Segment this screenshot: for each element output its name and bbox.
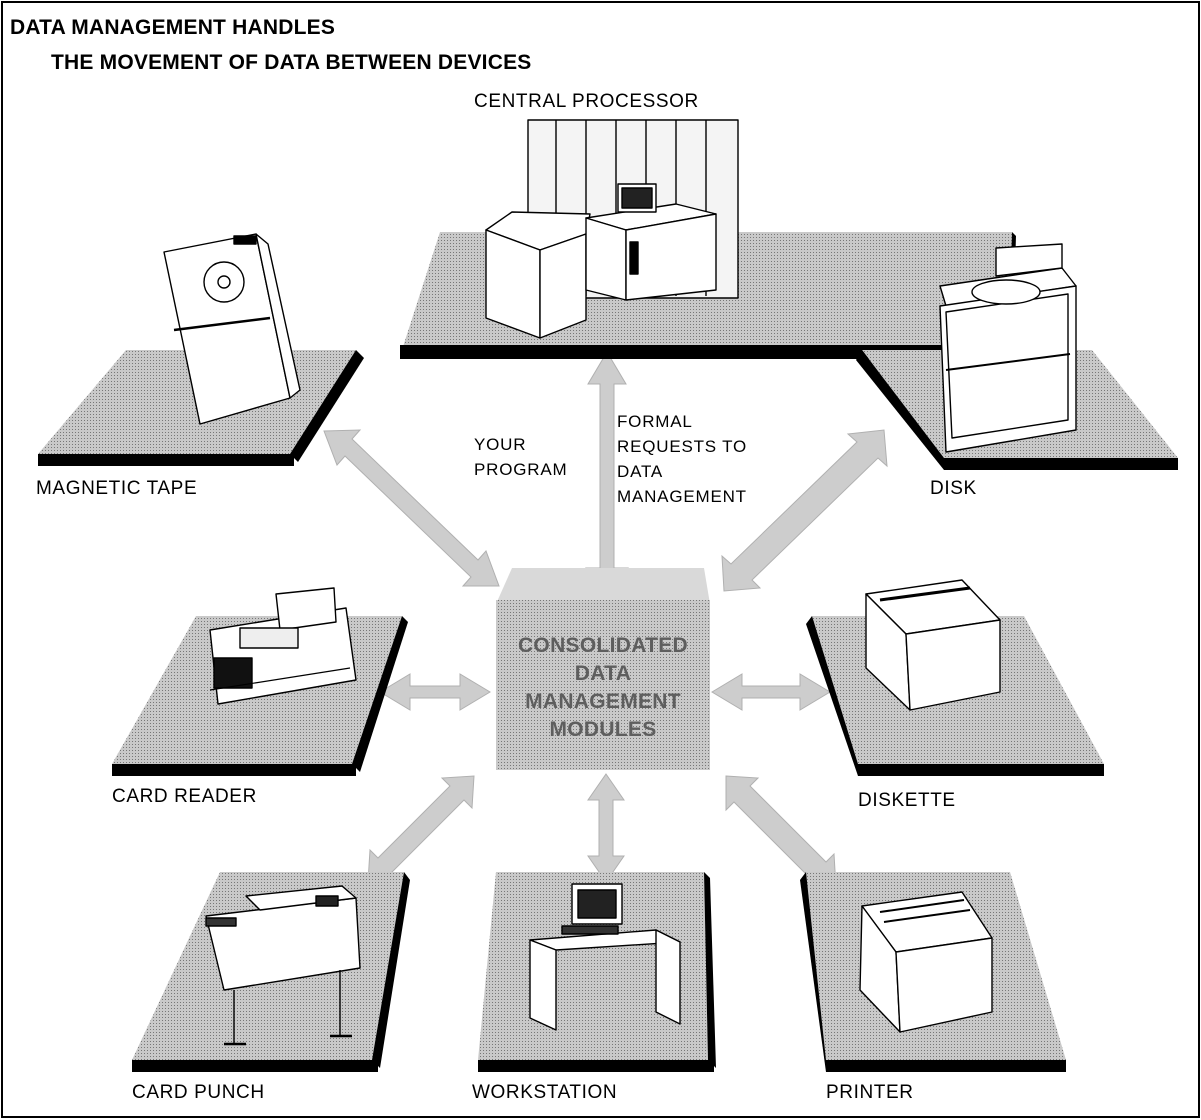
- arrow-punch-center: [367, 775, 475, 883]
- arrow-tape-center: [323, 429, 500, 587]
- magnetic-tape-device: [163, 233, 301, 425]
- formal-requests-line: FORMAL: [617, 412, 693, 431]
- your-program-line: PROGRAM: [474, 460, 568, 479]
- workstation-device: [529, 883, 681, 1031]
- formal-requests-line: MANAGEMENT: [617, 487, 747, 506]
- label-workstation: WORKSTATION: [472, 1082, 618, 1103]
- label-diskette: DISKETTE: [858, 790, 956, 811]
- arrow-workstation-center: [587, 773, 625, 883]
- label-card-punch: CARD PUNCH: [132, 1082, 265, 1103]
- title-line-2: THE MOVEMENT OF DATA BETWEEN DEVICES: [51, 51, 532, 74]
- center-line: MANAGEMENT: [525, 690, 681, 713]
- arrows: [323, 351, 888, 889]
- center-box-label: CONSOLIDATED DATA MANAGEMENT MODULES: [497, 632, 709, 744]
- arrow-printer-center: [725, 775, 837, 889]
- label-card-reader: CARD READER: [112, 786, 257, 807]
- center-line: MODULES: [549, 718, 657, 741]
- annotation-formal-requests: FORMAL REQUESTS TO DATA MANAGEMENT: [617, 409, 747, 509]
- label-disk: DISK: [930, 478, 977, 499]
- central-processor-device: [485, 119, 739, 339]
- arrow-disk-center: [721, 429, 888, 592]
- disk-device: [939, 243, 1077, 453]
- annotation-your-program: YOUR PROGRAM: [474, 432, 567, 482]
- formal-requests-line: DATA: [617, 462, 664, 481]
- formal-requests-line: REQUESTS TO: [617, 437, 748, 456]
- arrow-diskette-center: [711, 673, 831, 711]
- label-printer: PRINTER: [826, 1082, 914, 1103]
- center-line: DATA: [574, 662, 632, 685]
- label-central-processor: CENTRAL PROCESSOR: [474, 91, 699, 112]
- label-magnetic-tape: MAGNETIC TAPE: [36, 478, 198, 499]
- your-program-line: YOUR: [474, 435, 527, 454]
- diskette-device: [865, 579, 1001, 711]
- arrow-reader-center: [379, 673, 491, 711]
- devices: [163, 119, 1077, 1046]
- title-line-1: DATA MANAGEMENT HANDLES: [10, 16, 336, 39]
- center-box: [496, 568, 710, 770]
- printer-device: [859, 891, 993, 1033]
- center-line: CONSOLIDATED: [517, 634, 689, 657]
- card-punch-device: [205, 885, 361, 1046]
- card-reader-device: [209, 587, 357, 705]
